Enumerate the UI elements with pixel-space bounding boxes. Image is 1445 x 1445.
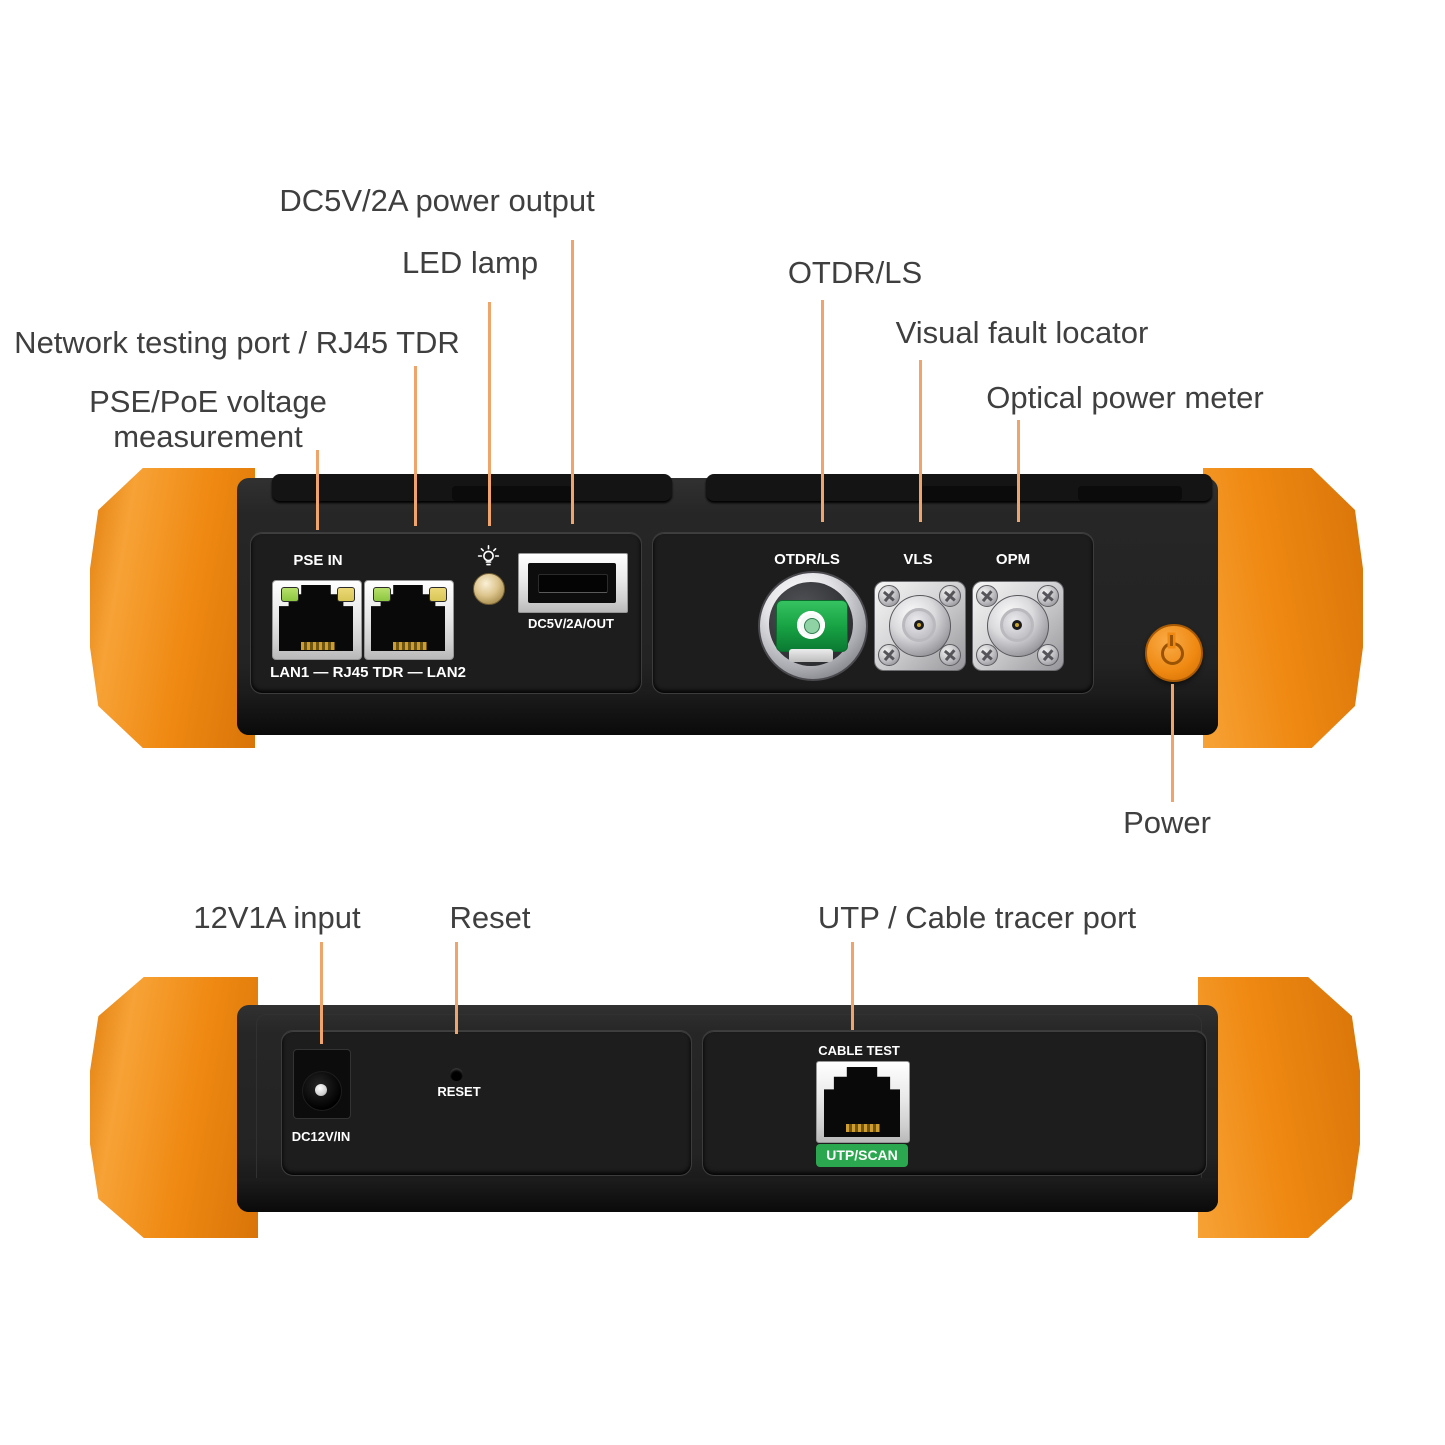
screw-icon [878, 585, 900, 607]
dc12v-caption: DC12V/IN [291, 1129, 351, 1144]
screw-icon [1037, 585, 1059, 607]
leader-network-port [414, 366, 417, 526]
screw-icon [939, 644, 961, 666]
otdr-ferrule-core [804, 618, 820, 634]
leader-utp [851, 942, 854, 1030]
leader-vfl [919, 360, 922, 522]
label-12v1a-input: 12V1A input [193, 900, 361, 935]
reset-caption: RESET [437, 1084, 481, 1099]
screw-icon [1037, 644, 1059, 666]
lan1-yellow-led [337, 587, 355, 602]
top-device-right-grip [1203, 468, 1363, 748]
bottom-device-left-grip [90, 977, 258, 1238]
led-lamp-dome [473, 573, 505, 605]
leader-pse-poe [316, 450, 319, 530]
leader-reset [455, 942, 458, 1034]
lan1-green-led [281, 587, 299, 602]
reset-hole [450, 1068, 463, 1081]
lan2-green-led [373, 587, 391, 602]
leader-otdr-ls [821, 300, 824, 522]
lan2-yellow-led [429, 587, 447, 602]
usb-port-slot [538, 574, 608, 593]
lan1-pins [301, 642, 335, 650]
bottom-right-port-panel [702, 1030, 1207, 1176]
label-optical-power-meter: Optical power meter [986, 380, 1264, 415]
lan-rj45-tdr-caption: LAN1 — RJ45 TDR — LAN2 [270, 664, 466, 681]
label-utp-cable-tracer-port: UTP / Cable tracer port [817, 900, 1137, 935]
vls-fc-fiber-dot [917, 623, 921, 627]
lamp-icon [477, 545, 500, 566]
otdr-port-caption: OTDR/LS [774, 551, 840, 568]
label-led-lamp: LED lamp [401, 245, 539, 280]
otdr-sc-latch [789, 649, 833, 662]
screw-icon [976, 585, 998, 607]
leader-power [1171, 684, 1174, 802]
opm-fc-ring [1000, 608, 1034, 642]
opm-fc-fiber-dot [1015, 623, 1019, 627]
top-device-left-grip [90, 468, 255, 748]
label-network-testing-port: Network testing port / RJ45 TDR [14, 325, 460, 360]
bottom-device-bottom-edge [237, 1178, 1218, 1212]
leader-dc5v-output [571, 240, 574, 524]
leader-12v1a [320, 942, 323, 1044]
screw-icon [878, 644, 900, 666]
bottom-device-right-grip [1198, 977, 1360, 1238]
hinge-notch [920, 486, 1020, 501]
label-dc5v-power-output: DC5V/2A power output [279, 183, 595, 218]
cable-test-pins [846, 1124, 880, 1132]
label-visual-fault-locator: Visual fault locator [895, 315, 1149, 350]
power-icon-bar [1170, 635, 1173, 646]
usb-caption: DC5V/2A/OUT [528, 616, 614, 631]
leader-led-lamp [488, 302, 491, 526]
label-pse-poe-line1: PSE/PoE voltage [89, 384, 327, 419]
label-pse-poe-measurement: PSE/PoE voltage measurement [89, 384, 327, 454]
opm-port-caption: OPM [995, 551, 1031, 568]
cable-test-caption: CABLE TEST [818, 1043, 900, 1058]
label-pse-poe-line2: measurement [113, 418, 303, 454]
top-device-bottom-edge [237, 690, 1218, 735]
label-power: Power [1123, 805, 1211, 840]
dc12v-pin [315, 1084, 327, 1096]
pse-in-caption: PSE IN [293, 552, 343, 569]
screw-icon [976, 644, 998, 666]
lan2-pins [393, 642, 427, 650]
label-reset: Reset [449, 900, 531, 935]
vls-port-caption: VLS [903, 551, 933, 568]
label-otdr-ls: OTDR/LS [787, 255, 923, 290]
hinge-notch [452, 486, 572, 501]
leader-opm [1017, 420, 1020, 522]
utp-scan-badge: UTP/SCAN [816, 1144, 908, 1167]
screw-icon [939, 585, 961, 607]
hinge-notch [1078, 486, 1182, 501]
